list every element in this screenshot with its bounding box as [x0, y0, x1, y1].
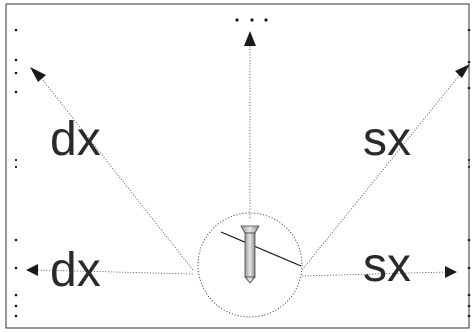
guide-line-upper-left	[37, 73, 194, 271]
guide-line-upper-right	[301, 71, 463, 271]
arrow-left-icon	[26, 264, 38, 276]
label-lower-left: dx	[50, 244, 101, 297]
arrow-upper-left-icon	[30, 67, 46, 82]
guide-line-right	[301, 271, 448, 277]
diagram-frame	[5, 3, 470, 329]
screw-icon	[220, 225, 302, 284]
guide-lines	[37, 46, 463, 277]
label-lower-right: sx	[363, 239, 411, 292]
edge-markers	[14, 18, 471, 318]
screw-zone-circle	[197, 212, 303, 318]
arrow-upper-right-icon	[455, 64, 470, 78]
arrow-up-icon	[244, 31, 256, 46]
guide-line-left	[37, 269, 194, 275]
label-upper-left: dx	[50, 113, 101, 166]
arrow-right-icon	[445, 266, 457, 278]
label-upper-right: sx	[363, 113, 411, 166]
